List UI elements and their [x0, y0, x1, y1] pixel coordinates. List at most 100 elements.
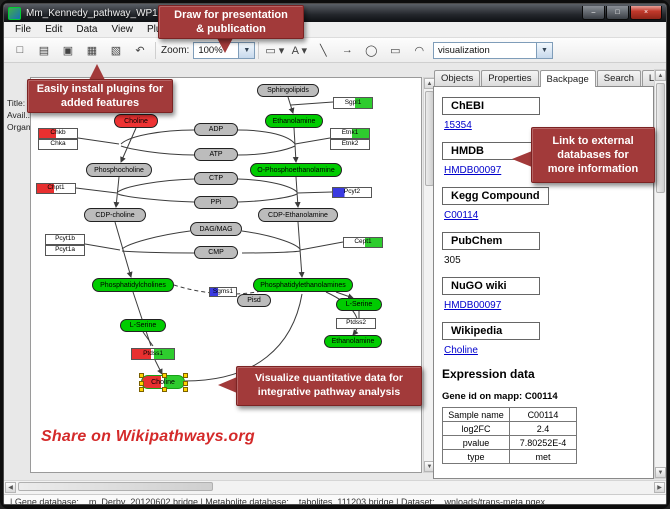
pathway-edge[interactable] — [237, 193, 298, 203]
pathway-edge[interactable] — [117, 178, 195, 193]
pathway-edge[interactable] — [120, 129, 195, 145]
node-chpt1[interactable]: Chpt1 — [36, 183, 76, 194]
node-ethanolamine-top[interactable]: Ethanolamine — [265, 114, 323, 128]
app-icon[interactable] — [8, 6, 21, 20]
pathway-edge[interactable] — [335, 291, 354, 300]
node-dag-mag[interactable]: DAG/MAG — [190, 222, 242, 236]
selection-handle[interactable] — [139, 387, 144, 392]
arc-tool-button[interactable]: ◠ — [414, 44, 425, 57]
line-tool-button[interactable]: ╲ — [320, 44, 327, 57]
node-chkb[interactable]: Chkb — [38, 128, 78, 139]
minimize-button[interactable]: – — [582, 6, 605, 20]
oval-tool-button[interactable]: ◯ — [365, 44, 378, 57]
selection-handle[interactable] — [139, 381, 144, 386]
node-chka[interactable]: Chka — [38, 139, 78, 150]
close-button[interactable]: × — [630, 6, 662, 20]
pathway-edge[interactable] — [120, 127, 137, 163]
pathway-edge[interactable] — [292, 127, 299, 163]
node-pcyt1a[interactable]: Pcyt1a — [45, 245, 85, 256]
external-db-link[interactable]: Choline — [444, 345, 478, 356]
pathway-edge[interactable] — [120, 145, 195, 156]
tab-search[interactable]: Search — [596, 70, 641, 86]
pathway-edge[interactable] — [299, 241, 344, 251]
node-choline-top[interactable]: Choline — [114, 114, 158, 128]
pathway-edge[interactable] — [142, 331, 154, 347]
selection-handle[interactable] — [162, 373, 167, 378]
external-db-link[interactable]: 15354 — [444, 120, 472, 131]
copy-icon[interactable]: ▦ — [86, 44, 98, 57]
node-ptdss2[interactable]: Ptdss2 — [336, 318, 376, 329]
undo-icon[interactable]: ↶ — [135, 44, 145, 57]
node-l-serine-left[interactable]: L-Serine — [120, 319, 166, 332]
external-db-link[interactable]: C00114 — [444, 210, 479, 221]
pathway-edge[interactable] — [77, 137, 120, 145]
node-cdp-choline[interactable]: CDP-choline — [84, 208, 146, 222]
pathway-edge[interactable] — [114, 221, 133, 278]
arrow-tool-button[interactable]: → — [341, 44, 353, 56]
pathway-edge[interactable] — [84, 243, 121, 251]
open-file-icon[interactable]: ▤ — [38, 44, 50, 57]
pathway-edge[interactable] — [241, 250, 301, 254]
pathway-edge[interactable] — [241, 230, 301, 250]
node-l-serine-right[interactable]: L-Serine — [336, 298, 382, 311]
scroll-left-icon[interactable]: ◀ — [5, 482, 16, 493]
selection-handle[interactable] — [139, 373, 144, 378]
canvas-horizontal-scrollbar[interactable]: ◀ ▶ — [4, 480, 666, 494]
node-pisd[interactable]: Pisd — [237, 294, 271, 307]
tab-objects[interactable]: Objects — [434, 70, 481, 86]
pathway-edge[interactable] — [237, 129, 296, 145]
pathway-edge[interactable] — [113, 176, 120, 208]
pathway-edge[interactable] — [290, 101, 334, 106]
node-sgms1[interactable]: Sgms1 — [209, 287, 237, 297]
selection-handle[interactable] — [183, 381, 188, 386]
selection-handle[interactable] — [183, 387, 188, 392]
node-phosphocholine[interactable]: Phosphocholine — [86, 163, 152, 177]
external-db-link[interactable]: HMDB00097 — [444, 165, 502, 176]
label-tool-button[interactable]: A ▾ — [291, 44, 307, 57]
node-ptdss1[interactable]: Ptdss1 — [131, 348, 175, 360]
node-phosphatidylethanolamines[interactable]: Phosphatidylethanolamines — [253, 278, 353, 292]
node-sgpl1[interactable]: Sgpl1 — [333, 97, 373, 109]
node-pcyt2[interactable]: Pcyt2 — [332, 187, 372, 198]
scroll-right-icon[interactable]: ▶ — [654, 482, 665, 493]
rect-tool-button[interactable]: ▭ — [390, 44, 401, 57]
scroll-up-icon[interactable]: ▲ — [655, 70, 666, 81]
pathway-edge[interactable] — [237, 178, 298, 193]
maximize-button[interactable]: □ — [606, 6, 629, 20]
menu-item-view[interactable]: View — [111, 24, 133, 35]
pathway-edge[interactable] — [117, 193, 195, 203]
pathway-edge[interactable] — [296, 191, 333, 194]
pathway-edge[interactable] — [287, 96, 295, 114]
node-cmp[interactable]: CMP — [194, 246, 238, 259]
node-ctp[interactable]: CTP — [194, 172, 238, 185]
node-cdp-ethanolamine[interactable]: CDP-Ethanolamine — [258, 208, 338, 222]
scrollbar-thumb[interactable] — [18, 482, 213, 491]
scrollbar-thumb[interactable] — [656, 83, 665, 193]
pathway-edge[interactable] — [325, 291, 359, 336]
node-ethanolamine-bottom[interactable]: Ethanolamine — [324, 335, 382, 348]
pathway-edge[interactable] — [154, 359, 163, 375]
panel-vertical-scrollbar[interactable]: ▲ ▼ — [654, 69, 666, 479]
node-cept1[interactable]: Cept1 — [343, 237, 383, 248]
node-pcyt1b[interactable]: Pcyt1b — [45, 234, 85, 245]
selection-handle[interactable] — [183, 373, 188, 378]
menu-item-data[interactable]: Data — [76, 24, 98, 35]
new-file-icon[interactable]: □ — [16, 44, 24, 56]
save-icon[interactable]: ▣ — [62, 44, 74, 57]
external-db-link[interactable]: HMDB00097 — [444, 300, 502, 311]
node-etnk2[interactable]: Etnk2 — [330, 139, 370, 150]
pathway-edge[interactable] — [121, 230, 191, 250]
pathway-edge[interactable] — [184, 293, 303, 382]
pathway-edge[interactable] — [121, 250, 195, 254]
node-etnk1[interactable]: Etnk1 — [330, 128, 370, 139]
paste-icon[interactable]: ▧ — [110, 44, 122, 57]
scroll-down-icon[interactable]: ▼ — [655, 467, 666, 478]
tab-backpage[interactable]: Backpage — [539, 70, 596, 87]
node-choline-selected[interactable]: Choline — [139, 373, 188, 392]
tab-properties[interactable]: Properties — [481, 70, 539, 86]
node-adp[interactable]: ADP — [194, 123, 238, 136]
node-ppi[interactable]: PPi — [194, 196, 238, 209]
visualization-combobox[interactable]: visualization ▼ — [433, 42, 553, 59]
node-phosphatidylcholines[interactable]: Phosphatidylcholines — [92, 278, 174, 292]
